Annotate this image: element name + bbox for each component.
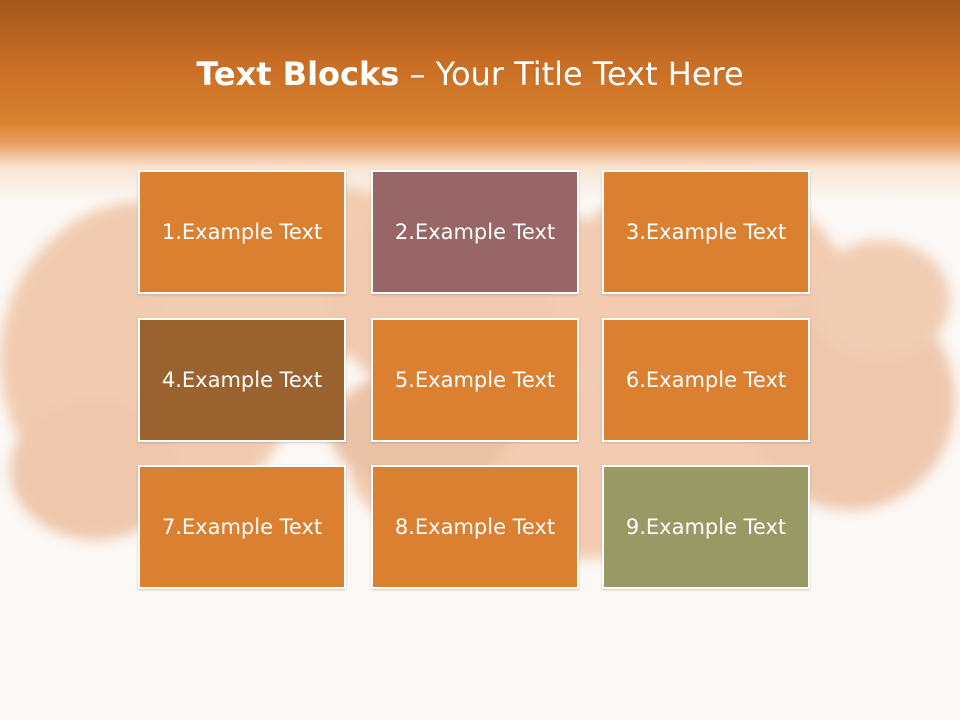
- text-block-5[interactable]: 5.Example Text: [371, 318, 579, 442]
- title-dash: –: [399, 55, 436, 93]
- text-block-9[interactable]: 9.Example Text: [602, 465, 810, 589]
- text-block-label: 6.Example Text: [625, 368, 787, 392]
- text-block-label: 7.Example Text: [161, 515, 323, 539]
- text-block-3[interactable]: 3.Example Text: [602, 170, 810, 294]
- title-rest: Your Title Text Here: [435, 55, 744, 93]
- header-band: [0, 0, 960, 200]
- text-block-2[interactable]: 2.Example Text: [371, 170, 579, 294]
- text-block-label: 5.Example Text: [394, 368, 556, 392]
- slide-title: Text Blocks – Your Title Text Here: [0, 52, 940, 96]
- text-block-6[interactable]: 6.Example Text: [602, 318, 810, 442]
- text-block-1[interactable]: 1.Example Text: [138, 170, 346, 294]
- title-bold: Text Blocks: [196, 55, 400, 93]
- text-blocks-grid: 1.Example Text 2.Example Text 3.Example …: [138, 170, 815, 593]
- text-block-4[interactable]: 4.Example Text: [138, 318, 346, 442]
- text-block-label: 3.Example Text: [625, 220, 787, 244]
- text-block-8[interactable]: 8.Example Text: [371, 465, 579, 589]
- text-block-label: 2.Example Text: [394, 220, 556, 244]
- text-block-label: 8.Example Text: [394, 515, 556, 539]
- text-block-label: 1.Example Text: [161, 220, 323, 244]
- text-block-label: 9.Example Text: [625, 515, 787, 539]
- text-block-7[interactable]: 7.Example Text: [138, 465, 346, 589]
- text-block-label: 4.Example Text: [161, 368, 323, 392]
